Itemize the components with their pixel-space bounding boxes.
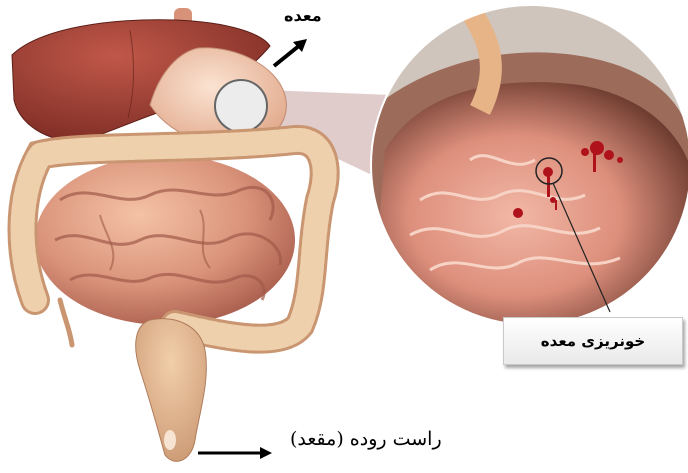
stomach-bleeding-label: خونریزی معده xyxy=(504,318,682,364)
zoomed-stomach-lining xyxy=(371,5,688,325)
stomach-bleeding-callout: خونریزی معده xyxy=(503,317,683,365)
stomach-label: معده xyxy=(284,6,322,25)
stomach-highlight-circle xyxy=(215,80,267,132)
stomach-arrow xyxy=(274,39,307,66)
rectum-arrow xyxy=(198,447,272,459)
small-intestine xyxy=(35,155,295,325)
rectum-label: راست روده (مقعد) xyxy=(290,428,442,450)
